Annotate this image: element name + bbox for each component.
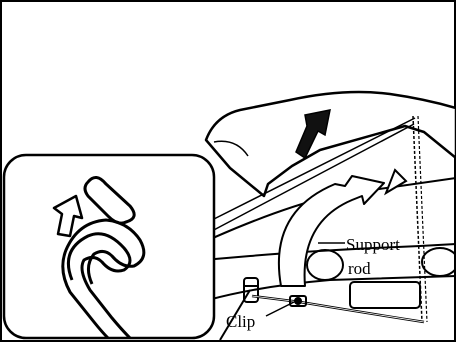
support-rod-label-line2: rod [348,259,371,278]
support-rod-label-line1: Support [346,235,400,254]
detail-inset [4,155,214,338]
clip-label: Clip [226,312,255,331]
